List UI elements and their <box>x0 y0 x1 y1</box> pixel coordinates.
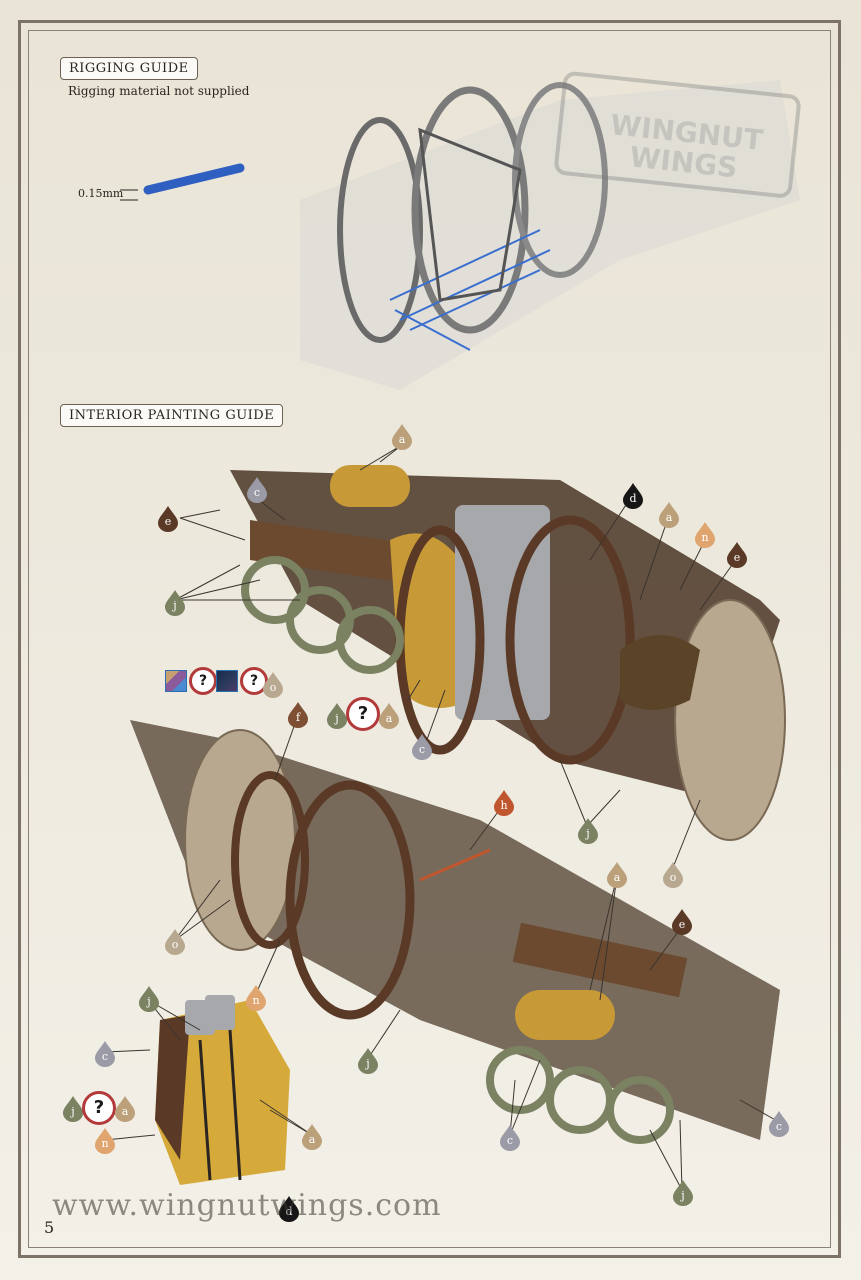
wingnut-watermark-logo <box>554 71 801 198</box>
rigging-guide-title: RIGGING GUIDE <box>60 57 198 80</box>
color-swatch-multicolor <box>165 670 187 692</box>
paint-drop-c: c <box>246 477 268 503</box>
paint-drop-n: n <box>245 985 267 1011</box>
paint-drop-o: o <box>164 929 186 955</box>
rigging-note: Rigging material not supplied <box>68 84 250 98</box>
paint-drop-j: j <box>62 1096 84 1122</box>
paint-drop-j: j <box>577 818 599 844</box>
paint-drop-n: n <box>94 1128 116 1154</box>
paint-drop-e: e <box>157 506 179 532</box>
paint-drop-o: o <box>262 672 284 698</box>
paint-drop-j: j <box>138 986 160 1012</box>
paint-drop-a: a <box>606 862 628 888</box>
paint-drop-c: c <box>768 1111 790 1137</box>
paint-drop-c: c <box>94 1041 116 1067</box>
paint-drop-a: a <box>378 703 400 729</box>
page-frame <box>18 20 841 1258</box>
paint-drop-a: a <box>301 1124 323 1150</box>
paint-drop-j: j <box>326 703 348 729</box>
paint-drop-h: h <box>493 790 515 816</box>
paint-drop-e: e <box>671 909 693 935</box>
paint-drop-a: a <box>658 502 680 528</box>
unknown-color-marker: ? <box>189 667 217 695</box>
paint-drop-d: d <box>622 483 644 509</box>
rigging-wire-sample <box>143 163 245 195</box>
paint-drop-j: j <box>164 590 186 616</box>
rigging-fuselage-illustration <box>300 80 800 390</box>
color-swatch-dark <box>216 670 238 692</box>
paint-drop-n: n <box>694 522 716 548</box>
paint-drop-e: e <box>726 542 748 568</box>
paint-drop-a: a <box>391 424 413 450</box>
page-frame-inner <box>28 30 831 1248</box>
interior-painting-guide-title: INTERIOR PAINTING GUIDE <box>60 404 284 427</box>
paint-drop-c: c <box>411 734 433 760</box>
paint-drop-j: j <box>672 1180 694 1206</box>
unknown-color-marker: ? <box>82 1091 116 1125</box>
paint-drop-c: c <box>499 1125 521 1151</box>
rigging-dimension-label: 0.15mm <box>78 187 124 200</box>
seat-assembly-illustration <box>155 995 290 1185</box>
paint-drop-a: a <box>114 1096 136 1122</box>
unknown-color-marker: ? <box>346 697 380 731</box>
paint-drop-j: j <box>357 1048 379 1074</box>
interior-lower-fuselage <box>130 720 780 1144</box>
page-number: 5 <box>44 1218 55 1237</box>
paint-drop-d: d <box>278 1196 300 1222</box>
interior-upper-fuselage <box>230 465 786 841</box>
paint-drop-f: f <box>287 702 309 728</box>
website-url: www.wingnutwings.com <box>52 1188 442 1223</box>
paint-drop-o: o <box>662 862 684 888</box>
